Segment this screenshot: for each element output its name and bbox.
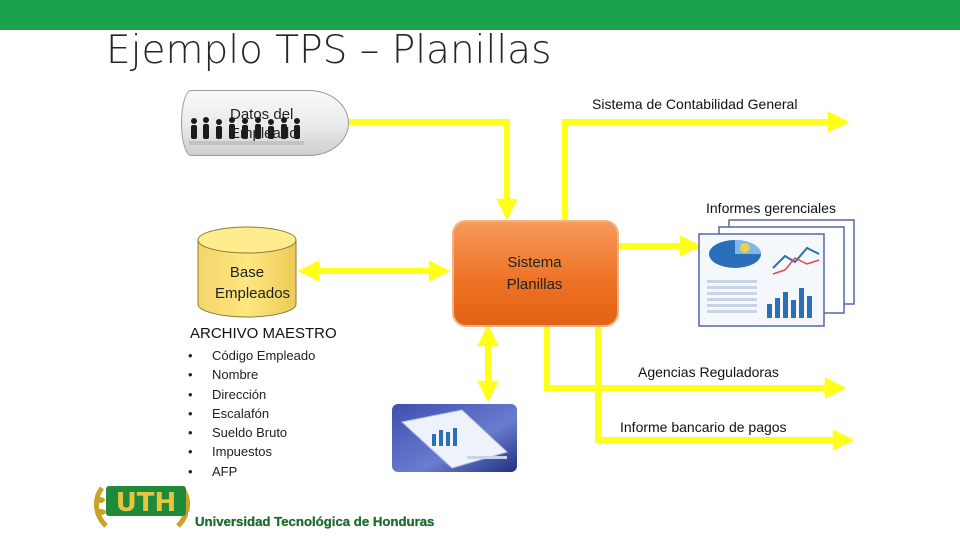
informes-gerenciales-label: Informes gerenciales <box>706 200 836 216</box>
printout-icon <box>392 404 517 472</box>
bullet-icon: • <box>188 367 193 383</box>
bullet-icon: • <box>188 425 193 441</box>
sistema-planillas-label: Sistema Planillas <box>506 254 563 293</box>
bullet-icon: • <box>188 444 193 460</box>
bullet-icon: • <box>188 463 193 479</box>
archivo-maestro-list: •Código Empleado •Nombre •Dirección •Esc… <box>188 346 315 481</box>
arrow-sistema-to-agencias <box>544 323 847 399</box>
sistema-planillas-box <box>452 220 619 327</box>
datos-empleado-shape: Datos del Empleado <box>181 90 349 156</box>
bullet-icon: • <box>188 386 193 402</box>
svg-text:Universidad Tecnológica de Hon: Universidad Tecnológica de Honduras <box>195 514 434 529</box>
slide-title: Ejemplo TPS – Planillas <box>106 28 552 73</box>
list-item: •Impuestos <box>188 444 272 460</box>
bullet-icon: • <box>188 348 193 363</box>
list-item: •Nombre <box>188 367 259 383</box>
list-item: •Sueldo Bruto <box>188 425 288 441</box>
datos-empleado-label: Datos del Empleado <box>230 106 298 142</box>
svg-text:UTH: UTH <box>116 488 177 518</box>
agencias-label: Agencias Reguladoras <box>638 364 779 380</box>
bullet-icon: • <box>188 405 193 421</box>
list-item: •Código Empleado <box>188 348 316 363</box>
arrow-sistema-to-bancario <box>595 323 855 451</box>
report-icon <box>698 219 855 327</box>
top-bar <box>0 0 960 30</box>
informe-bancario-label: Informe bancario de pagos <box>620 419 787 435</box>
archivo-maestro-title: ARCHIVO MAESTRO <box>190 325 337 342</box>
list-item: •Escalafón <box>188 405 270 421</box>
list-item: •AFP <box>188 463 238 479</box>
arrow-sistema-to-contabilidad <box>562 111 850 220</box>
base-empleados-label: Base Empleados <box>215 264 291 302</box>
contabilidad-label: Sistema de Contabilidad General <box>592 96 798 112</box>
arrow-datos-to-sistema <box>345 119 518 221</box>
uth-logo: UTH Universidad Tecnológica de Honduras <box>94 486 468 530</box>
database-icon <box>197 226 297 318</box>
people-icon <box>189 117 304 145</box>
list-item: •Dirección <box>188 386 267 402</box>
